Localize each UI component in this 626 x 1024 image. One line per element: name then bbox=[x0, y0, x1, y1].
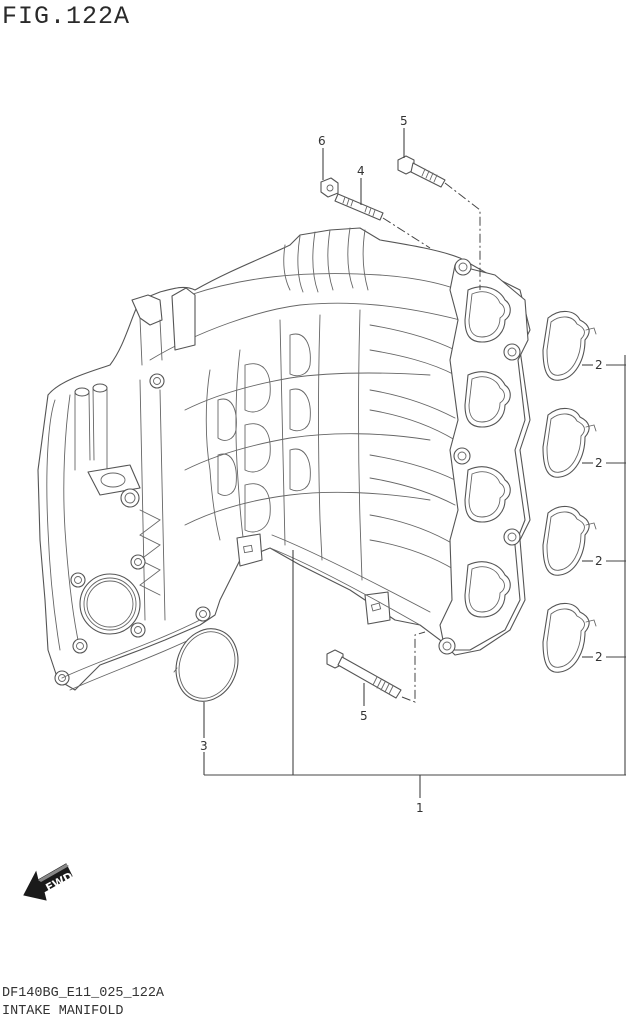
flange-bolt-part-5-lower[interactable] bbox=[326, 649, 402, 699]
callout-5-upper[interactable]: 5 bbox=[400, 114, 408, 128]
callout-2-c[interactable]: 2 bbox=[595, 554, 603, 568]
leader-lines bbox=[203, 128, 626, 798]
gasket-part-2-a[interactable] bbox=[542, 310, 597, 381]
throttle-housing bbox=[46, 287, 211, 691]
callout-2-b[interactable]: 2 bbox=[595, 456, 603, 470]
nut-part-6[interactable] bbox=[320, 177, 339, 198]
gasket-part-2-d[interactable] bbox=[542, 602, 597, 673]
callout-6[interactable]: 6 bbox=[318, 134, 326, 148]
figure-title: FIG.122A bbox=[2, 2, 131, 31]
diagram-code: DF140BG_E11_025_122A bbox=[2, 986, 165, 1001]
callout-4[interactable]: 4 bbox=[357, 164, 365, 178]
callout-1[interactable]: 1 bbox=[416, 801, 424, 815]
runner-grid bbox=[184, 309, 456, 581]
figure-caption: INTAKE MANIFOLD bbox=[2, 1004, 124, 1019]
stud-bolt-part-4[interactable] bbox=[334, 193, 384, 221]
callout-3[interactable]: 3 bbox=[200, 739, 208, 753]
callout-2-d[interactable]: 2 bbox=[595, 650, 603, 664]
forward-arrow-icon: FWD bbox=[23, 863, 75, 901]
head-flange bbox=[438, 258, 529, 655]
callout-5-lower[interactable]: 5 bbox=[360, 709, 368, 723]
o-ring-part-3[interactable] bbox=[166, 620, 248, 710]
gasket-part-2-c[interactable] bbox=[542, 505, 597, 576]
gasket-part-2-b[interactable] bbox=[542, 407, 597, 478]
intake-manifold[interactable] bbox=[37, 227, 531, 691]
callout-2-a[interactable]: 2 bbox=[595, 358, 603, 372]
flange-bolt-part-5-upper[interactable] bbox=[397, 155, 446, 188]
boss-ring bbox=[54, 373, 211, 686]
